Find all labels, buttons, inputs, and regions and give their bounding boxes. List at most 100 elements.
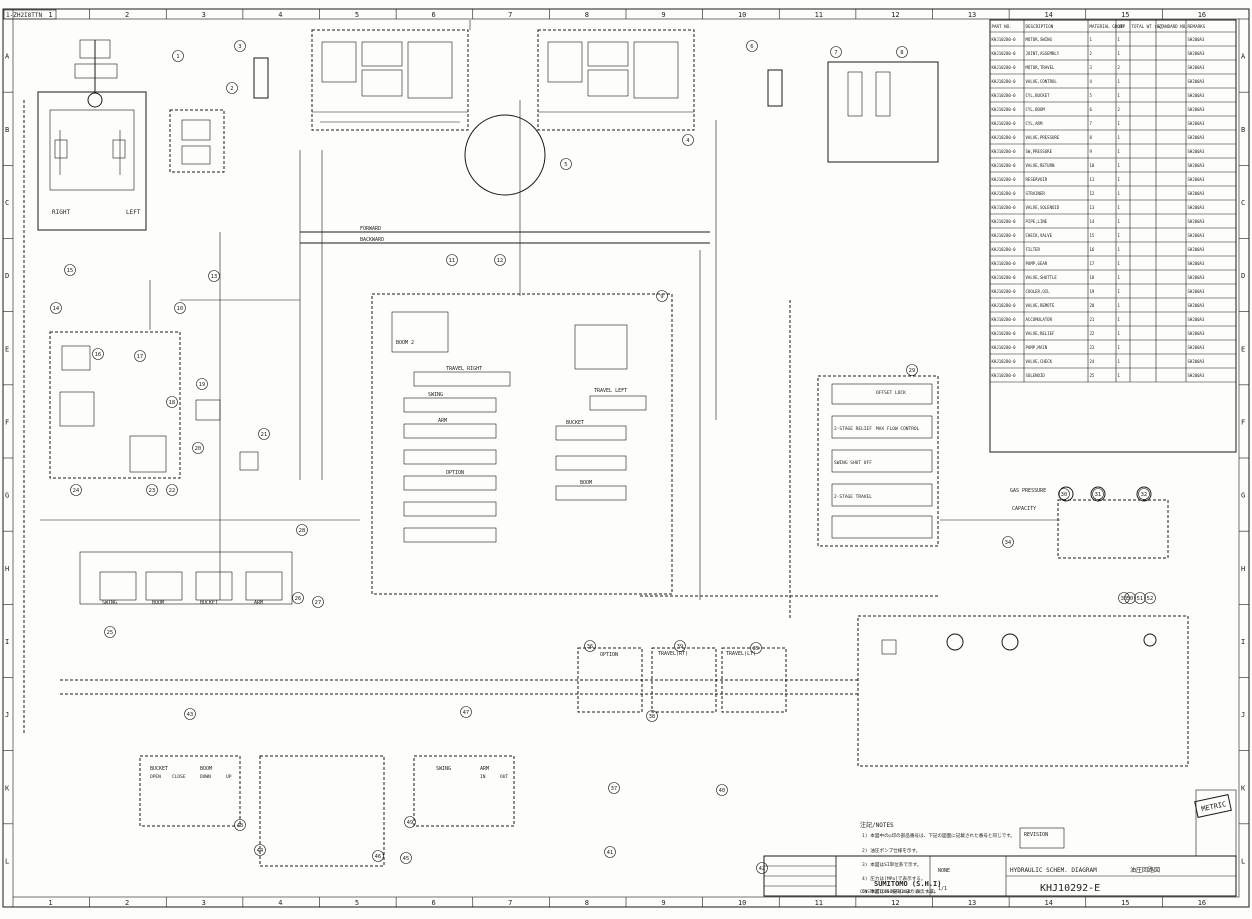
column-label: 7	[508, 899, 512, 907]
table-header-cell: DESCRIPTION	[1026, 24, 1054, 29]
callout-number: 11	[449, 258, 456, 264]
callout-number: 48	[237, 823, 244, 829]
callout-number: 3	[238, 44, 241, 50]
callout-number: 18	[169, 400, 176, 406]
callout-circle	[460, 706, 472, 718]
table-cell: SH200A3	[1188, 275, 1205, 280]
callout-number: 49	[407, 820, 414, 826]
callout-number: 37	[611, 786, 618, 792]
table-cell: 1	[1118, 121, 1121, 126]
label-swing-shut: SWING SHUT OFF	[834, 460, 872, 466]
callout-number: 16	[95, 352, 102, 358]
table-cell: KHJ10280-0	[992, 177, 1017, 182]
label-travel-rt: TRAVEL(RT)	[658, 651, 688, 657]
row-label: F	[5, 418, 9, 426]
table-cell: 20	[1090, 303, 1095, 308]
callout-number: 43	[187, 712, 194, 718]
callout-number: 50	[1127, 596, 1134, 602]
table-cell: KHJ10280-0	[992, 51, 1017, 56]
row-label: G	[1241, 492, 1245, 500]
sheet-code: 1-ZH2I8TTN	[6, 12, 43, 19]
column-label: 11	[815, 899, 823, 907]
note-1: 1) 本図中の◎印の部品番号は、下記の図面に記載された番号と同じです。	[862, 832, 1015, 839]
callout-circle	[560, 158, 572, 170]
label-arm-pv: ARM	[480, 766, 489, 772]
table-cell: VALVE,REMOTE	[1026, 303, 1055, 308]
table-cell: SOLENOID	[1026, 373, 1046, 378]
callout-circle	[104, 626, 116, 638]
table-cell: 1	[1118, 205, 1121, 210]
label-in: IN	[480, 774, 486, 780]
metric-stamp	[1194, 794, 1232, 818]
callout-number: 30	[1061, 492, 1068, 498]
label-offset-lock: OFFSET LOCK	[876, 390, 906, 396]
column-label: 6	[431, 11, 435, 19]
drawing-number: KHJ10292-E	[1040, 883, 1100, 894]
table-cell: PUMP,MAIN	[1026, 345, 1048, 350]
table-cell: VALVE,SHUTTLE	[1026, 275, 1058, 280]
table-cell: SH200A3	[1188, 289, 1205, 294]
column-label: 12	[891, 899, 899, 907]
label-right: RIGHT	[52, 209, 70, 216]
column-label: 2	[125, 11, 129, 19]
callout-circle	[906, 364, 918, 376]
callout-circle	[1058, 488, 1070, 500]
label-option: OPTION	[446, 470, 464, 476]
callout-circle	[896, 46, 908, 58]
row-label: A	[1241, 53, 1246, 61]
callout-circle	[192, 442, 204, 454]
row-label: A	[5, 53, 10, 61]
callout-circle	[312, 596, 324, 608]
table-cell: SW,PRESSURE	[1026, 149, 1053, 154]
callout-circle	[682, 134, 694, 146]
table-cell: 1	[1118, 79, 1121, 84]
callout-circle	[1124, 592, 1136, 604]
table-cell: 18	[1090, 275, 1095, 280]
table-header-cell: QTY	[1118, 24, 1126, 29]
table-cell: 1	[1118, 359, 1121, 364]
table-cell: 14	[1090, 219, 1095, 224]
table-cell: KHJ10280-0	[992, 135, 1017, 140]
table-cell: 1	[1118, 135, 1121, 140]
table-cell: SH200A3	[1188, 51, 1205, 56]
table-cell: VALVE,SOLENOID	[1026, 205, 1060, 210]
table-cell: 25	[1090, 373, 1095, 378]
callout-number: 52	[1147, 596, 1154, 602]
callout-circle	[258, 428, 270, 440]
callout-number: 40	[719, 788, 726, 794]
table-cell: SH200A3	[1188, 233, 1205, 238]
table-cell: CYL,ARM	[1026, 121, 1043, 126]
column-label: 9	[661, 899, 665, 907]
callout-number: 7	[834, 50, 837, 56]
table-cell: COOLER,OIL	[1026, 289, 1051, 294]
label-bucket: BUCKET	[566, 420, 584, 426]
table-cell: JOINT,ASSEMBLY	[1026, 51, 1060, 56]
callout-circle	[656, 290, 668, 302]
column-label: 8	[585, 11, 589, 19]
callout-number: 27	[315, 600, 322, 606]
row-label: E	[5, 345, 9, 353]
table-cell: VALVE,CHECK	[1026, 359, 1053, 364]
callout-circle	[750, 642, 762, 654]
label-capacity: CAPACITY	[1012, 506, 1036, 512]
table-cell: KHJ10280-0	[992, 121, 1017, 126]
table-cell: SH200A3	[1188, 247, 1205, 252]
callout-circle	[50, 302, 62, 314]
row-label: E	[1241, 345, 1245, 353]
table-cell: SH200A3	[1188, 219, 1205, 224]
callout-number: 39	[677, 644, 684, 650]
table-cell: KHJ10280-0	[992, 261, 1017, 266]
label-swing-pv: SWING	[436, 766, 451, 772]
label-boom2: BOOM 2	[396, 340, 414, 346]
column-label: 2	[125, 899, 129, 907]
table-header-cell: TOTAL WT (kg)	[1132, 24, 1165, 29]
table-cell: SH200A3	[1188, 345, 1205, 350]
callout-number: 36	[587, 644, 594, 650]
callout-number: 12	[497, 258, 504, 264]
table-cell: PIPE,LINE	[1026, 219, 1048, 224]
table-cell: SH200A3	[1188, 261, 1205, 266]
callout-circle	[584, 640, 596, 652]
column-label: 13	[968, 11, 976, 19]
